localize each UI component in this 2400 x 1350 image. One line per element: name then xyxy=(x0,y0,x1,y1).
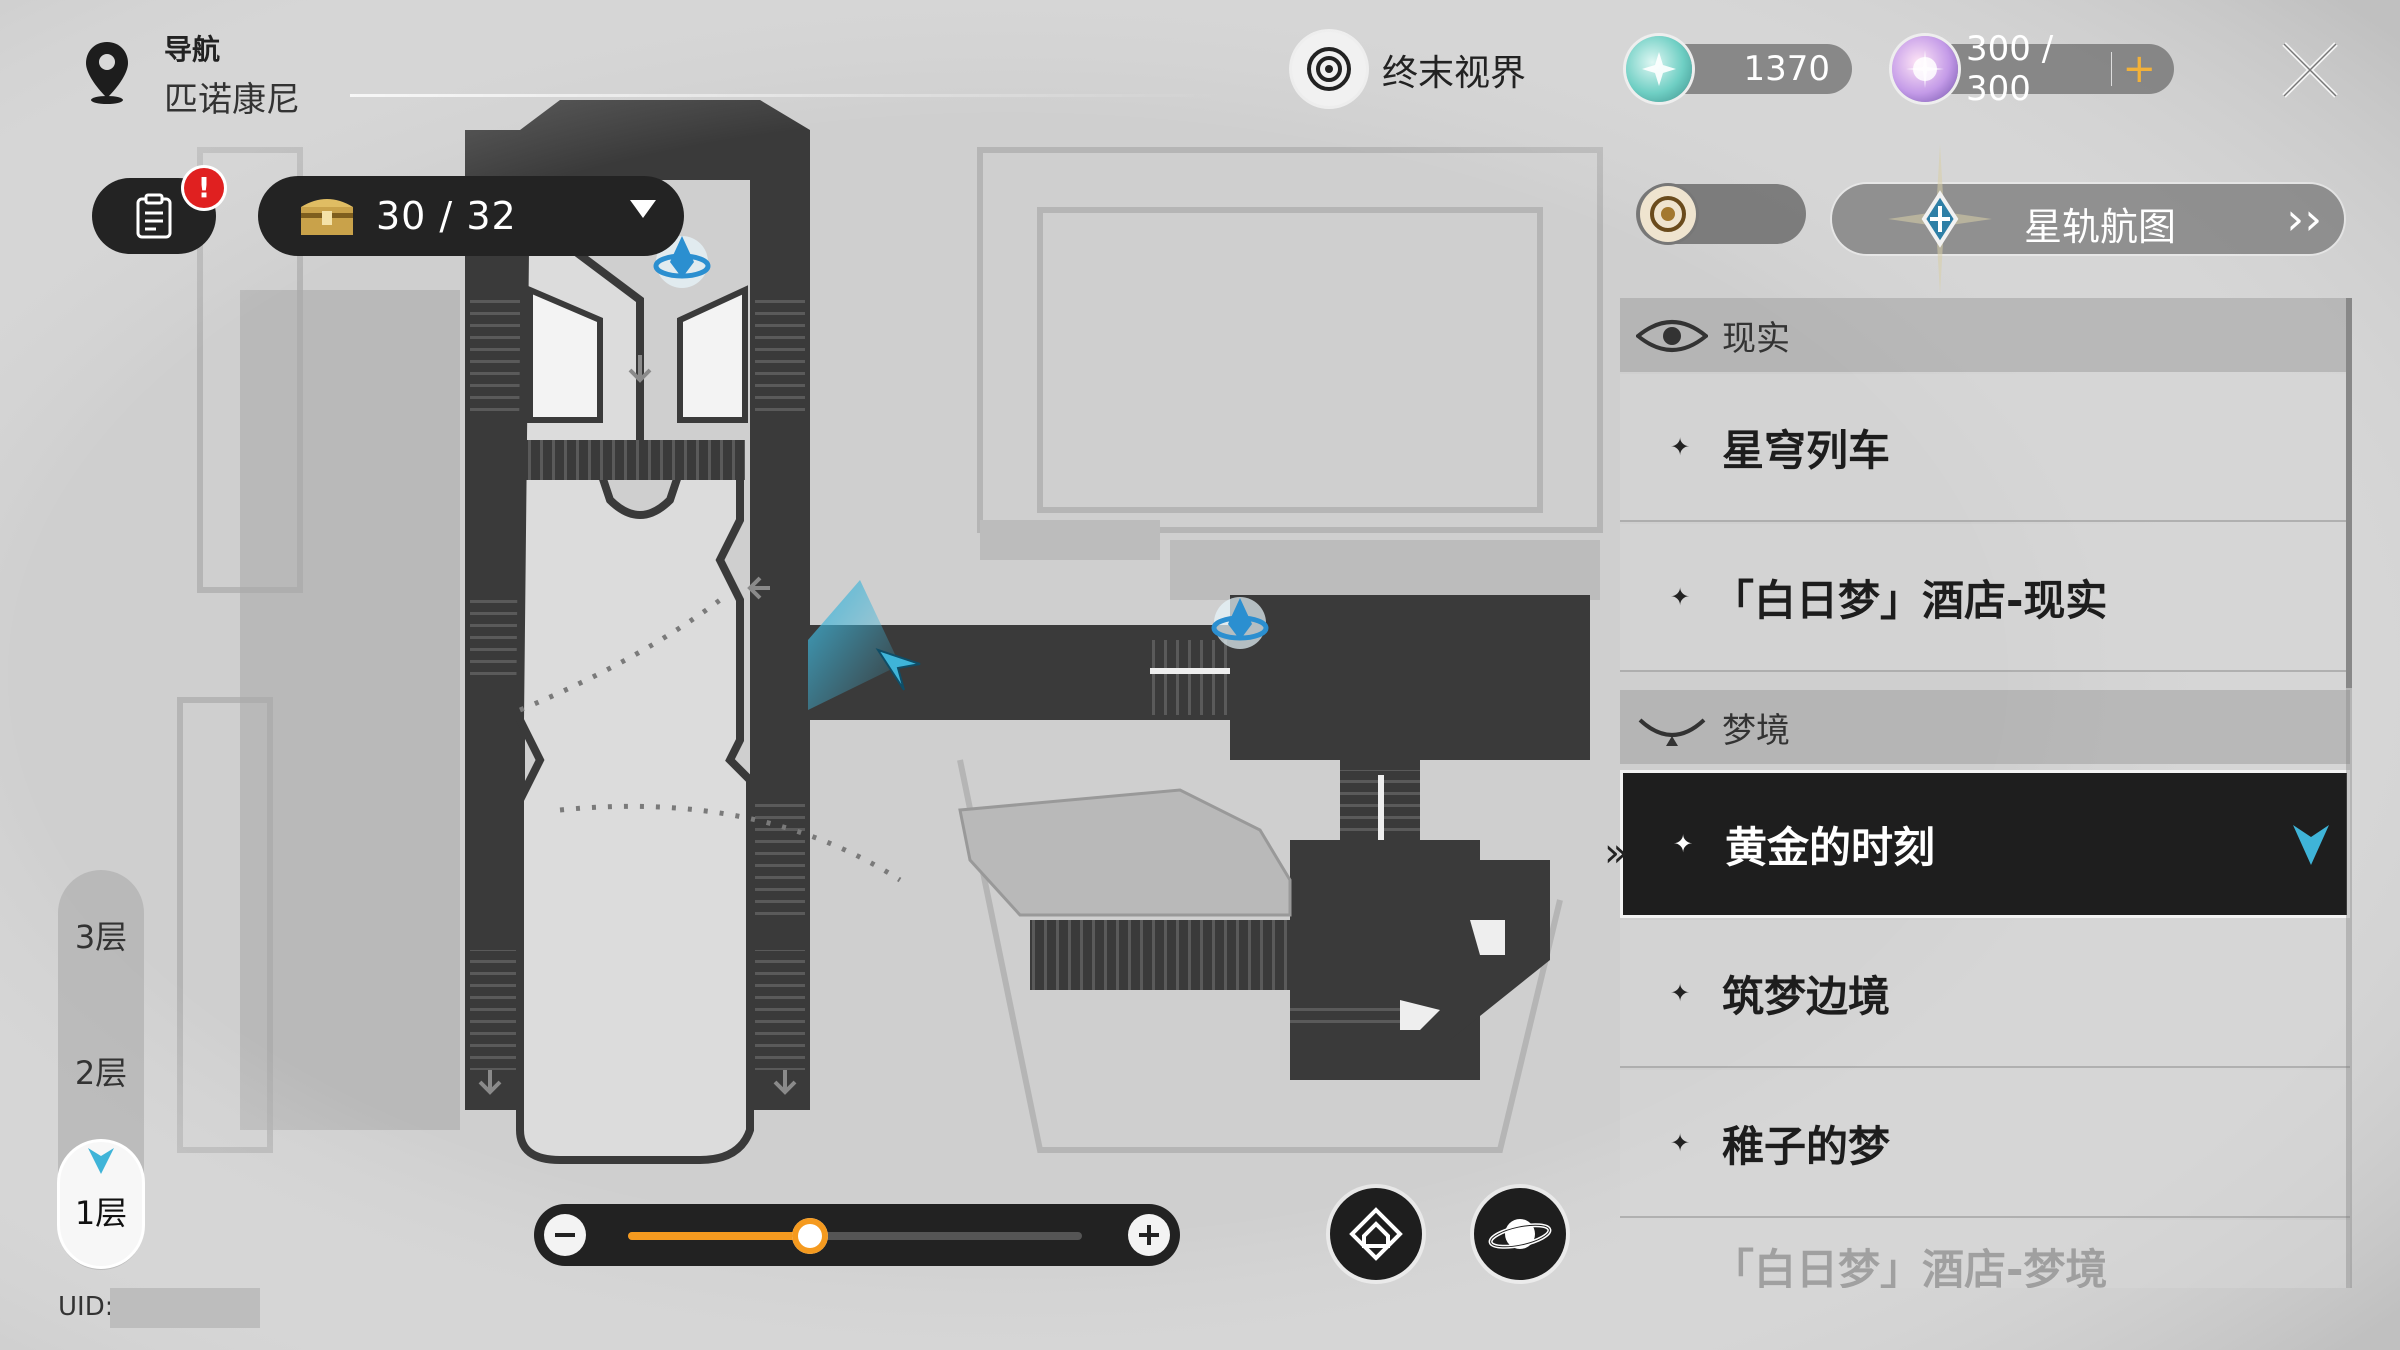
panel-scrollbar[interactable] xyxy=(2346,298,2352,1288)
navigation-label: 导航 xyxy=(164,33,221,66)
trailblaze-power-icon xyxy=(1892,36,1958,102)
location-entry-childs-dream[interactable]: ✦ 稚子的梦 xyxy=(1620,1070,2350,1218)
location-list-panel[interactable]: 现实 ✦ 星穹列车 ✦ 「白日梦」酒店-现实 梦境 ✦ 黄金的时刻 ✦ 筑梦边境… xyxy=(1620,298,2350,1288)
stellar-jade-amount: 1370 xyxy=(1743,49,1830,89)
location-entry-label: 筑梦边境 xyxy=(1722,971,1891,1021)
trailblaze-power-amount: 300 / 300 xyxy=(1966,29,2054,109)
planet-button[interactable] xyxy=(1474,1188,1566,1280)
clipboard-icon xyxy=(136,193,172,239)
sparkle-icon: ✦ xyxy=(1673,830,1694,858)
sparkle-icon: ✦ xyxy=(1670,583,1691,611)
trailblaze-power-divider xyxy=(2110,52,2113,86)
floor-option-1[interactable]: 1层 xyxy=(60,1142,142,1266)
toggle-knob-icon xyxy=(1640,186,1696,242)
sparkle-icon: ✦ xyxy=(1670,433,1691,461)
chevron-down-icon xyxy=(630,200,656,218)
category-reality: 现实 xyxy=(1620,298,2350,372)
add-power-button[interactable]: + xyxy=(2122,46,2156,92)
location-entry-label: 星穹列车 xyxy=(1722,425,1891,475)
floor-option-2[interactable]: 2层 xyxy=(74,1054,128,1092)
location-entry-label: 「白日梦」酒店-现实 xyxy=(1712,575,2108,625)
closed-eye-icon xyxy=(1638,718,1706,746)
navigation-pin-icon xyxy=(82,38,132,104)
star-rail-map-icon xyxy=(1888,144,1992,294)
selected-pointer-icon: » xyxy=(1604,830,1629,876)
terminal-view-label[interactable]: 终末视界 xyxy=(1382,53,1527,94)
treasure-chest-icon xyxy=(301,199,353,235)
planet-icon xyxy=(1488,1219,1552,1249)
eye-icon xyxy=(1636,320,1708,352)
location-entry-dream-edge[interactable]: ✦ 筑梦边境 xyxy=(1620,920,2350,1068)
category-label: 梦境 xyxy=(1722,710,1790,751)
minus-icon xyxy=(555,1233,575,1237)
zoom-slider-thumb[interactable] xyxy=(791,1218,828,1254)
star-rail-map-label: 星轨航图 xyxy=(2024,205,2177,249)
floor-option-3[interactable]: 3层 xyxy=(74,918,128,956)
current-floor-marker-icon xyxy=(88,1148,114,1174)
region-name: 匹诺康尼 xyxy=(164,80,300,120)
double-chevron-right-icon: › xyxy=(2304,194,2322,245)
home-diamond-icon xyxy=(1349,1207,1403,1261)
sparkle-icon: ✦ xyxy=(1670,1129,1691,1157)
scrollbar-thumb[interactable] xyxy=(2346,298,2352,688)
terminal-view-icon[interactable] xyxy=(1292,32,1366,106)
zoom-out-button[interactable] xyxy=(544,1214,586,1256)
floor-selector[interactable]: 3层 2层 1层 xyxy=(58,870,144,1270)
category-label: 现实 xyxy=(1722,318,1790,359)
stellar-jade-icon xyxy=(1626,36,1692,102)
location-entry-astral-express[interactable]: ✦ 星穹列车 xyxy=(1620,374,2350,522)
zoom-slider-fill xyxy=(628,1232,810,1240)
uid-label: UID: xyxy=(58,1292,114,1322)
location-entry-golden-hour[interactable]: ✦ 黄金的时刻 xyxy=(1620,770,2350,918)
location-entry-label: 「白日梦」酒店-梦境 xyxy=(1712,1245,2108,1288)
warp-home-button[interactable] xyxy=(1330,1188,1422,1280)
zoom-in-button[interactable] xyxy=(1128,1214,1170,1256)
close-icon[interactable] xyxy=(2278,38,2342,102)
location-entry-label: 黄金的时刻 xyxy=(1725,822,1936,872)
location-entry-hotel-dream[interactable]: 「白日梦」酒店-梦境 xyxy=(1620,1220,2350,1288)
treasure-chest-filter[interactable]: 30 / 32 xyxy=(258,176,684,256)
category-dreamscape: 梦境 xyxy=(1620,690,2350,764)
sparkle-icon: ✦ xyxy=(1670,979,1691,1007)
location-entry-label: 稚子的梦 xyxy=(1722,1121,1891,1171)
header-divider xyxy=(350,94,1230,97)
floor-option-label: 1层 xyxy=(74,1194,128,1232)
uid-masked-value xyxy=(110,1288,260,1328)
star-rail-map-button[interactable]: 星轨航图 › › xyxy=(1832,144,2344,294)
simulated-universe-toggle[interactable] xyxy=(1636,184,1806,244)
location-entry-hotel-reality[interactable]: ✦ 「白日梦」酒店-现实 xyxy=(1620,524,2350,672)
zoom-slider-track[interactable] xyxy=(628,1218,1082,1254)
zoom-control[interactable] xyxy=(534,1204,1180,1266)
alert-badge-icon: ! xyxy=(184,168,224,208)
current-location-marker-icon xyxy=(2293,825,2329,865)
chest-count: 30 / 32 xyxy=(376,194,517,238)
